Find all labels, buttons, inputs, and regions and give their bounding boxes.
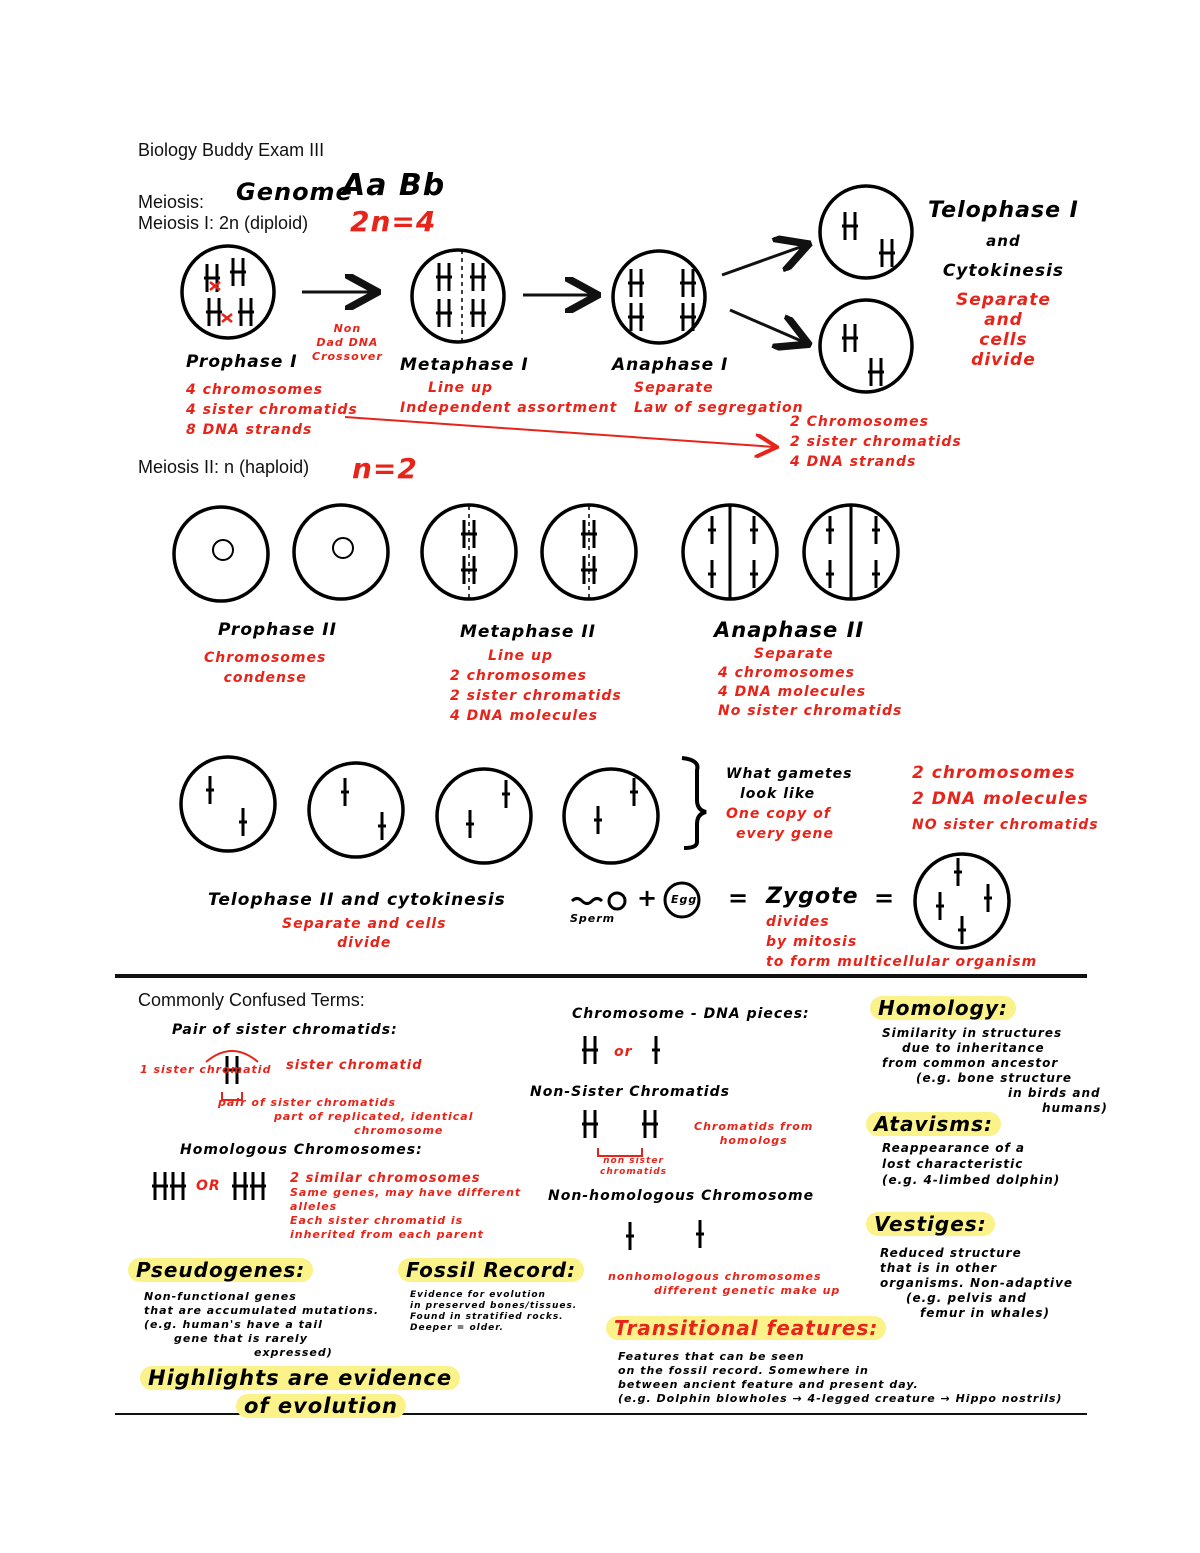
metaphase-ii-title: Metaphase II <box>460 622 597 642</box>
anaphase-i-title: Anaphase I <box>612 355 729 375</box>
sperm-label: Sperm <box>570 912 616 925</box>
sister-chromatid-sketch <box>205 1050 259 1101</box>
prophase-ii-cell-2 <box>292 503 390 601</box>
genome-hand: Genome <box>236 178 353 206</box>
homologous-or: OR <box>196 1178 221 1194</box>
telophase-i-cell-bottom <box>818 298 914 394</box>
metaphase-i-notes: Line up Independent assortment <box>400 380 618 416</box>
non-homologous-title: Non-homologous Chromosome <box>548 1188 815 1204</box>
anaphase-ii-notes: Separate 4 chromosomes 4 DNA molecules N… <box>718 646 903 719</box>
prophase-ii-notes: Chromosomes condense <box>204 650 327 686</box>
non-sister-sketch <box>580 1108 660 1157</box>
telophase-ii-notes: Separate and cells divide <box>282 916 447 951</box>
fossil-record-lines: Evidence for evolution in preserved bone… <box>410 1290 578 1333</box>
homologous-notes: 2 similar chromosomes Same genes, may ha… <box>290 1171 522 1242</box>
meiosis-i-result-notes: 2 Chromosomes 2 sister chromatids 4 DNA … <box>790 414 962 470</box>
prophase-ii-cell-1 <box>172 505 270 603</box>
gametes-note: What gametes look like One copy of every… <box>726 766 853 842</box>
non-homologous-sketch <box>624 1218 706 1252</box>
metaphase-ii-cell-1 <box>420 503 518 601</box>
gametes-red-notes: 2 chromosomes 2 DNA molecules NO sister … <box>912 763 1099 833</box>
anaphase-i-cell <box>611 249 707 345</box>
equals-sign: = <box>728 884 750 912</box>
page-title: Biology Buddy Exam III <box>138 140 325 160</box>
genotype-hand: Aa Bb <box>342 168 446 203</box>
prophase-ii-title: Prophase II <box>218 620 337 640</box>
vestiges-title: Vestiges: <box>866 1212 995 1236</box>
meiosis1-label: Meiosis I: 2n (diploid) <box>138 213 309 233</box>
telophase-ii-title: Telophase II and cytokinesis <box>208 890 506 910</box>
pseudogenes-lines: Non-functional genes that are accumulate… <box>144 1290 380 1359</box>
vestiges-lines: Reduced structure that is in other organ… <box>880 1246 1074 1320</box>
sister-right-label: sister chromatid <box>286 1058 423 1073</box>
fossil-record-title: Fossil Record: <box>398 1258 585 1282</box>
meiosis2-label: Meiosis II: n (haploid) <box>138 457 310 477</box>
prophase-i-title: Prophase I <box>186 352 298 372</box>
homology-lines: Similarity in structures due to inherita… <box>882 1026 1108 1115</box>
plus-sign: + <box>637 884 659 912</box>
transitional-lines: Features that can be seen on the fossil … <box>618 1350 1063 1405</box>
anaphase-ii-cell-1 <box>681 503 779 601</box>
sperm-tail <box>570 897 604 905</box>
red-arrow <box>344 416 775 447</box>
gamete-cell-4 <box>562 767 660 865</box>
non-sister-title: Non-Sister Chromatids <box>530 1084 730 1100</box>
prophase-i-notes: 4 chromosomes 4 sister chromatids 8 DNA … <box>186 382 358 438</box>
gamete-cell-2 <box>307 761 405 859</box>
arrow-3 <box>721 245 806 277</box>
egg-label: Egg <box>671 893 698 906</box>
transitional-title: Transitional features: <box>606 1316 887 1340</box>
arrow-4 <box>729 308 806 343</box>
non-sister-notes: Chromatids from homologs <box>694 1120 814 1147</box>
zygote-label: Zygote <box>766 884 859 909</box>
zygote-cell <box>913 852 1011 950</box>
anaphase-ii-title: Anaphase II <box>714 618 865 642</box>
gametes-bracket <box>681 756 707 850</box>
metaphase-ii-notes: Line up 2 chromosomes 2 sister chromatid… <box>450 648 622 724</box>
section-divider <box>115 974 1087 978</box>
meiosis2-hand: n=2 <box>352 452 418 485</box>
atavisms-lines: Reappearance of a lost characteristic (e… <box>882 1141 1061 1187</box>
atavisms-title: Atavisms: <box>866 1112 1001 1136</box>
meiosis-label: Meiosis: <box>138 192 205 212</box>
telophase-i-notes: Separate and cells divide <box>956 290 1051 370</box>
metaphase-ii-cell-2 <box>540 503 638 601</box>
meiosis1-hand: 2n=4 <box>350 205 437 238</box>
telophase-i-cell-top <box>818 184 914 280</box>
homologous-sketch-1 <box>150 1170 188 1202</box>
egg-icon <box>663 881 701 919</box>
gamete-cell-1 <box>179 755 277 853</box>
crossover-note: Non Dad DNA Crossover <box>312 322 383 363</box>
sister-pair-notes: pair of sister chromatids part of replic… <box>218 1096 474 1137</box>
sister-left-label: 1 sister chromatid <box>140 1063 272 1076</box>
homologous-sketch-2 <box>230 1170 268 1202</box>
homologous-title: Homologous Chromosomes: <box>180 1142 423 1158</box>
bottom-divider <box>115 1413 1087 1415</box>
chromosome-or: or <box>614 1044 633 1060</box>
equals-sign-2: = <box>874 884 896 912</box>
metaphase-i-title: Metaphase I <box>400 355 529 375</box>
sister-pair-title: Pair of sister chromatids: <box>172 1022 398 1038</box>
zygote-notes: divides by mitosis to form multicellular… <box>766 914 1038 970</box>
homology-title: Homology: <box>870 996 1017 1020</box>
non-sister-bracket-label: non sister chromatids <box>600 1156 668 1177</box>
terms-heading: Commonly Confused Terms: <box>138 990 365 1010</box>
pseudogenes-title: Pseudogenes: <box>128 1258 314 1282</box>
chromosome-title: Chromosome - DNA pieces: <box>572 1006 810 1022</box>
telophase-i-title: Telophase I and Cytokinesis <box>928 198 1079 281</box>
prophase-i-cell <box>180 244 276 340</box>
anaphase-ii-cell-2 <box>802 503 900 601</box>
gamete-cell-3 <box>435 767 533 865</box>
non-homologous-notes: nonhomologous chromosomes different gene… <box>608 1270 841 1297</box>
metaphase-i-cell <box>410 248 506 344</box>
highlight-note: Highlights are evidence of evolution <box>140 1364 461 1420</box>
sperm-head <box>607 891 627 911</box>
anaphase-i-notes: Separate Law of segregation <box>634 380 804 416</box>
